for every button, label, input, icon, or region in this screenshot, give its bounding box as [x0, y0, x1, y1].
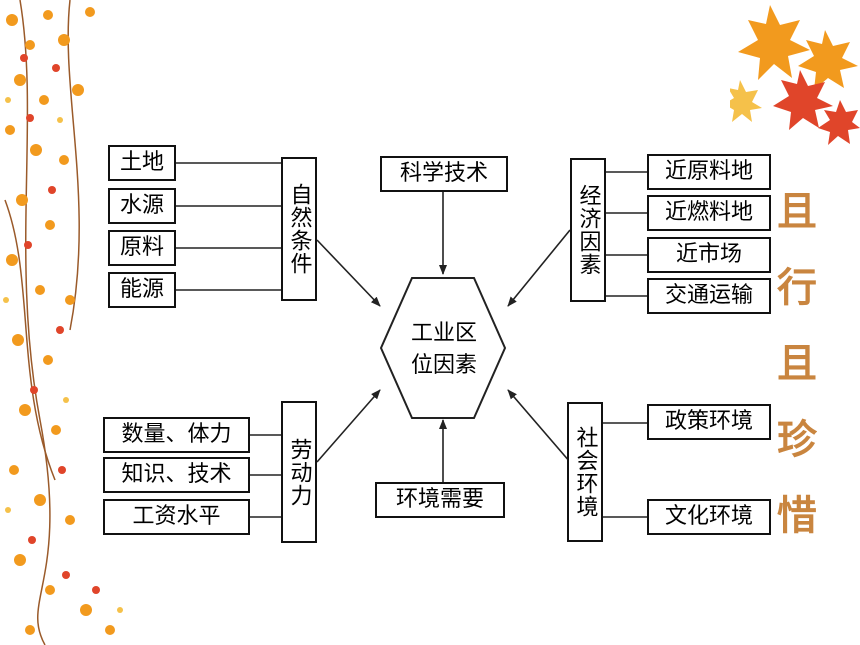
natural-item-water: 水源 [108, 188, 176, 224]
natural-item-land: 土地 [108, 145, 176, 181]
decorative-slogan: 且行且珍惜 [770, 190, 817, 570]
natural-conditions-label: 自然条件 [281, 157, 317, 301]
labor-item-knowledge: 知识、技术 [103, 457, 250, 493]
maple-leaves-top-right-decoration [730, 5, 860, 145]
economic-factors-label: 经济因素 [570, 158, 606, 302]
economic-item-near-fuel: 近燃料地 [647, 195, 771, 231]
economic-item-near-market: 近市场 [647, 237, 771, 273]
labor-item-wage: 工资水平 [103, 499, 250, 535]
autumn-foliage-left-decoration [3, 0, 123, 645]
natural-item-raw-material: 原料 [108, 230, 176, 266]
social-item-culture: 文化环境 [647, 499, 771, 535]
social-item-policy: 政策环境 [647, 404, 771, 440]
social-environment-label: 社会环境 [567, 402, 603, 542]
center-node-label: 工业区位因素 [410, 321, 477, 378]
science-technology-box: 科学技术 [380, 156, 508, 192]
center-hexagon [379, 277, 507, 419]
labor-item-quantity: 数量、体力 [103, 417, 250, 453]
natural-item-energy: 能源 [108, 272, 176, 308]
labor-label: 劳动力 [281, 401, 317, 543]
economic-item-transport: 交通运输 [647, 278, 771, 314]
environment-needs-box: 环境需要 [375, 482, 505, 518]
economic-item-near-raw-material: 近原料地 [647, 154, 771, 190]
